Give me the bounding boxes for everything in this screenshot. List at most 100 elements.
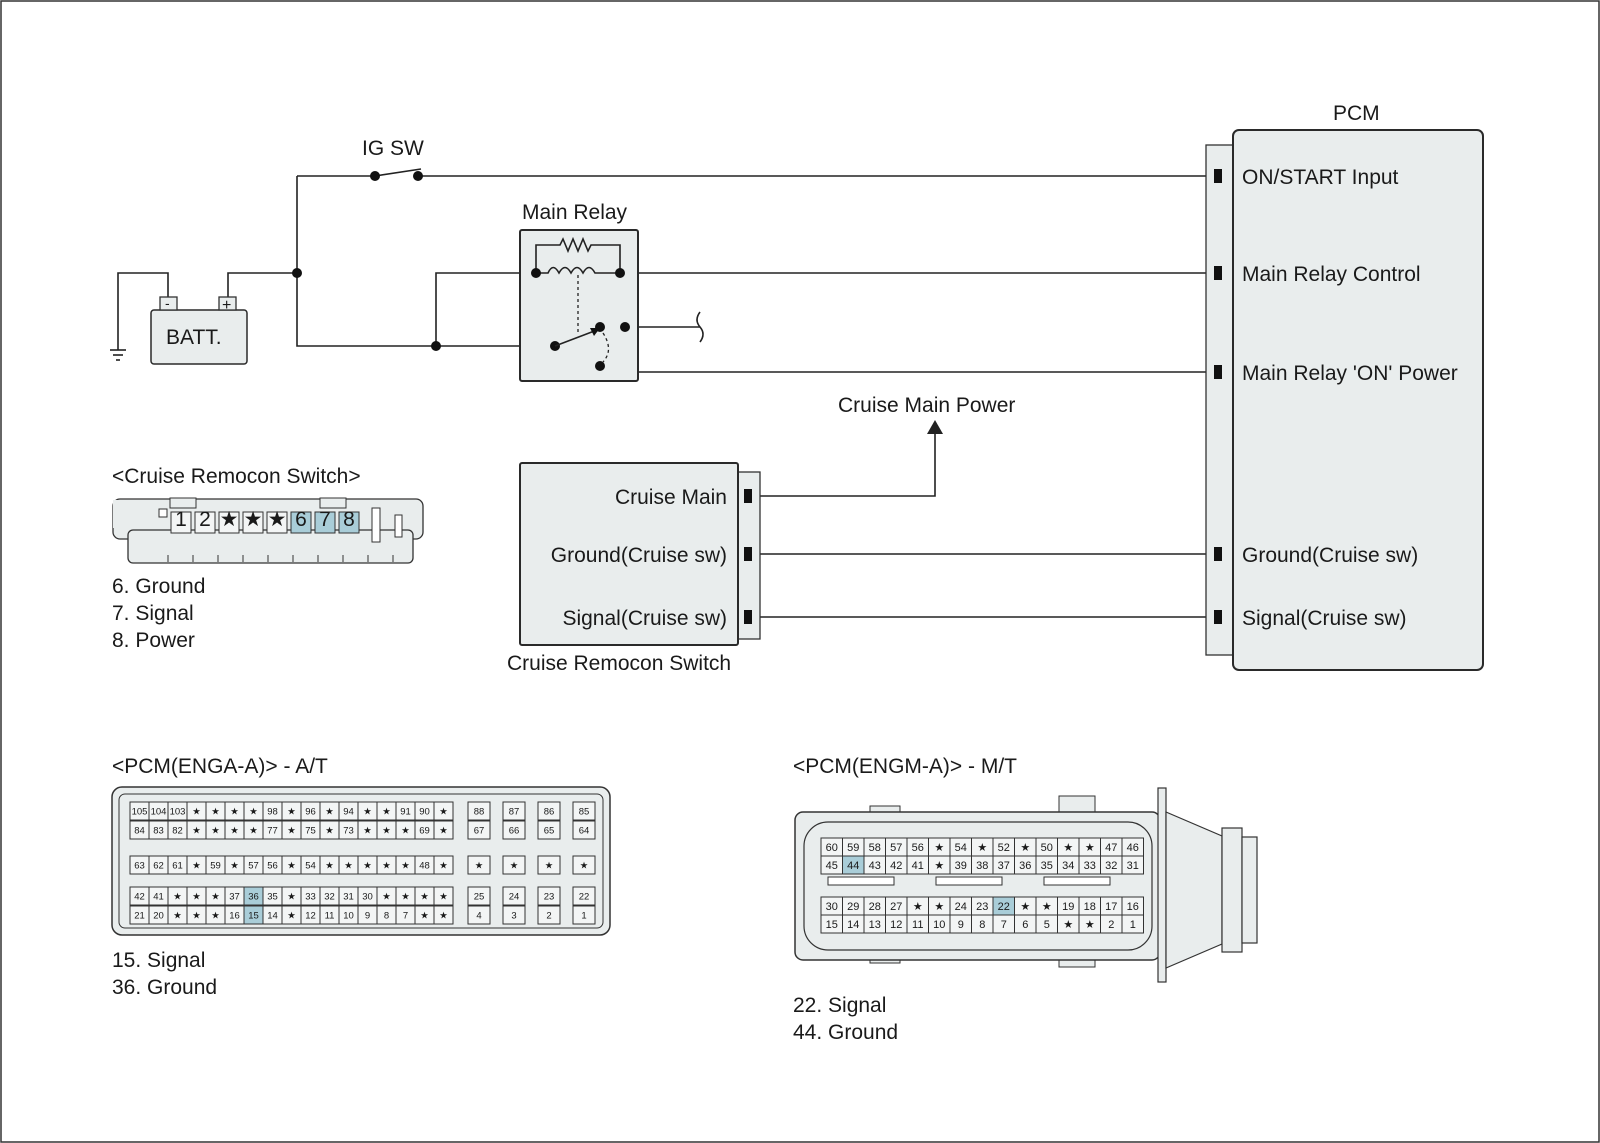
enga-pin: 30 [362, 892, 373, 903]
enga-pin: ★ [401, 861, 410, 872]
enga-pin: 2 [546, 911, 551, 922]
pcm-pin-terminal [1214, 547, 1222, 561]
remocon-pin-cell [290, 511, 312, 534]
engm-pin: 24 [955, 901, 967, 913]
enga-pin: ★ [401, 826, 410, 837]
engm-title: <PCM(ENGM-A)> - M/T [793, 755, 1017, 778]
enga-pin: 84 [134, 826, 145, 837]
engm-pin-cell [1121, 914, 1144, 934]
enga-pin: 33 [305, 892, 316, 903]
enga-pin: ★ [249, 807, 258, 818]
engm-pin: ★ [1020, 901, 1030, 913]
enga-pin-cell [572, 855, 596, 875]
remocon-pin-cell [170, 511, 192, 534]
engm-pin: 29 [847, 901, 859, 913]
engm-pin: 1 [1130, 919, 1136, 931]
engm-pin: ★ [1063, 842, 1073, 854]
engm-pin: 32 [1105, 860, 1117, 872]
enga-pin-cell [502, 886, 526, 906]
pcm-pin-label: Ground(Cruise sw) [1242, 544, 1418, 567]
enga-pin: 48 [419, 861, 430, 872]
remocon-pin-cell [338, 511, 360, 534]
engm-pin: 6 [1022, 919, 1028, 931]
enga-pin: ★ [211, 911, 220, 922]
enga-pin: 23 [544, 892, 555, 903]
enga-pin-cell [433, 855, 454, 875]
enga-pin: 66 [509, 826, 520, 837]
enga-legend-item: 36. Ground [112, 976, 217, 999]
enga-pin: 103 [170, 807, 186, 818]
enga-pin: ★ [325, 861, 334, 872]
engm-pin: 38 [976, 860, 988, 872]
enga-pin: 25 [474, 892, 485, 903]
enga-pin: ★ [192, 807, 201, 818]
enga-pin-cell [572, 886, 596, 906]
battery-pos-terminal: + [222, 297, 231, 314]
enga-pin: 85 [579, 807, 590, 818]
engm-legend-item: 22. Signal [793, 994, 886, 1017]
engm-pin: 60 [826, 842, 838, 854]
enga-pin: 32 [324, 892, 335, 903]
pcm-pin-terminal [1214, 610, 1222, 624]
engm-pin: 2 [1108, 919, 1114, 931]
enga-pin: ★ [510, 861, 519, 872]
enga-pin: ★ [382, 826, 391, 837]
engm-pin: ★ [934, 842, 944, 854]
enga-pin: 82 [172, 826, 183, 837]
enga-pin: 90 [419, 807, 430, 818]
enga-pin: ★ [211, 892, 220, 903]
engm-pin: 31 [1127, 860, 1139, 872]
pcm-pin-terminal [1214, 266, 1222, 280]
pcm-pin-label: ON/START Input [1242, 166, 1399, 189]
enga-pin: 86 [544, 807, 555, 818]
enga-pin: ★ [173, 911, 182, 922]
pcm-title: PCM [1333, 102, 1380, 125]
engm-pin: 58 [869, 842, 881, 854]
enga-pin: 1 [581, 911, 586, 922]
enga-pin: ★ [325, 826, 334, 837]
enga-pin: 64 [579, 826, 590, 837]
enga-pin: ★ [325, 807, 334, 818]
enga-pin: ★ [439, 826, 448, 837]
enga-pin: ★ [363, 826, 372, 837]
enga-pin: ★ [420, 911, 429, 922]
engm-pin: 10 [933, 919, 945, 931]
enga-pin: 59 [210, 861, 221, 872]
remocon-pin-cell [242, 511, 264, 534]
cruise-remocon-switch: Cruise Remocon Switch Cruise MainGround(… [507, 462, 761, 675]
enga-pin: 83 [153, 826, 164, 837]
enga-pin: 41 [153, 892, 164, 903]
main-relay-label: Main Relay [522, 201, 628, 224]
enga-pin-cell [537, 855, 561, 875]
cruise-switch-terminal [744, 610, 752, 624]
cruise-switch-terminal [744, 489, 752, 503]
engm-pin: 22 [998, 901, 1010, 913]
engm-pin: 5 [1044, 919, 1050, 931]
enga-pin: ★ [439, 861, 448, 872]
enga-pin-cell [467, 886, 491, 906]
enga-pin: 87 [509, 807, 520, 818]
engm-pin: 14 [847, 919, 859, 931]
cruise-main-power-label: Cruise Main Power [838, 394, 1015, 417]
enga-pin: 21 [134, 911, 145, 922]
enga-pin: 4 [476, 911, 481, 922]
engm-pin: 23 [976, 901, 988, 913]
engm-pin: ★ [977, 842, 987, 854]
enga-pin: 67 [474, 826, 485, 837]
enga-pin: ★ [287, 861, 296, 872]
engm-pin: 28 [869, 901, 881, 913]
remocon-pin-cell [314, 511, 336, 534]
engm-pin: 9 [958, 919, 964, 931]
enga-pin: 7 [403, 911, 408, 922]
pcm-pin-terminal [1214, 169, 1222, 183]
engm-pin: ★ [1085, 919, 1095, 931]
junction-dots [292, 268, 441, 351]
